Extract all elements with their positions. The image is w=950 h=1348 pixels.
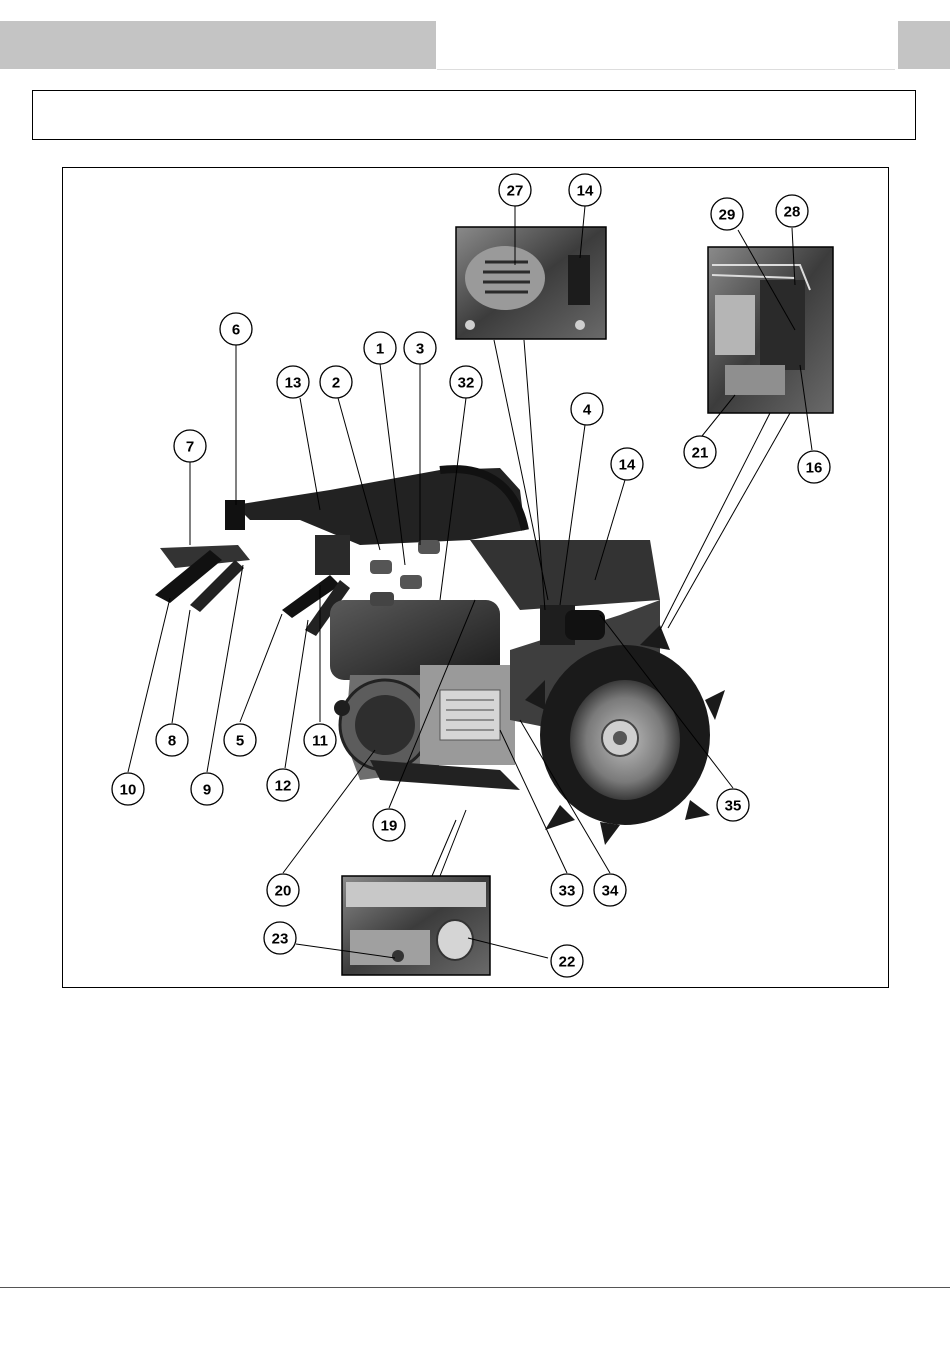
callout-22: 22 bbox=[551, 945, 583, 977]
inset-photo-oil-drain bbox=[342, 876, 490, 975]
callout-3: 3 bbox=[404, 332, 436, 364]
svg-text:6: 6 bbox=[232, 322, 240, 339]
svg-text:10: 10 bbox=[120, 782, 137, 799]
svg-text:2: 2 bbox=[332, 375, 340, 392]
machine-illustration bbox=[155, 468, 725, 845]
callout-1: 1 bbox=[364, 332, 396, 364]
svg-text:32: 32 bbox=[458, 375, 475, 392]
callout-23: 23 bbox=[264, 922, 296, 954]
svg-text:1: 1 bbox=[376, 341, 384, 358]
callout-12: 12 bbox=[267, 769, 299, 801]
callout-34: 34 bbox=[594, 874, 626, 906]
svg-text:4: 4 bbox=[583, 402, 592, 419]
callout-28: 28 bbox=[776, 195, 808, 227]
callout-19: 19 bbox=[373, 809, 405, 841]
svg-text:22: 22 bbox=[559, 954, 576, 971]
svg-text:3: 3 bbox=[416, 341, 424, 358]
svg-text:29: 29 bbox=[719, 207, 736, 224]
svg-text:21: 21 bbox=[692, 445, 709, 462]
inset-photo-injector bbox=[708, 247, 833, 413]
svg-text:5: 5 bbox=[236, 733, 244, 750]
callout-11: 11 bbox=[304, 724, 336, 756]
svg-text:35: 35 bbox=[725, 798, 742, 815]
svg-text:11: 11 bbox=[312, 733, 328, 750]
callout-27: 27 bbox=[499, 174, 531, 206]
callout-14-top: 14 bbox=[569, 174, 601, 206]
callout-2: 2 bbox=[320, 366, 352, 398]
callout-29: 29 bbox=[711, 198, 743, 230]
svg-text:13: 13 bbox=[285, 375, 302, 392]
callout-9: 9 bbox=[191, 773, 223, 805]
callout-10: 10 bbox=[112, 773, 144, 805]
callout-21: 21 bbox=[684, 436, 716, 468]
callout-20: 20 bbox=[267, 874, 299, 906]
svg-text:16: 16 bbox=[806, 460, 823, 477]
svg-text:14: 14 bbox=[619, 457, 636, 474]
svg-text:34: 34 bbox=[602, 883, 619, 900]
svg-text:20: 20 bbox=[275, 883, 292, 900]
callout-7: 7 bbox=[174, 430, 206, 462]
svg-text:19: 19 bbox=[381, 818, 398, 835]
callout-14-mid: 14 bbox=[611, 448, 643, 480]
callout-33: 33 bbox=[551, 874, 583, 906]
svg-text:9: 9 bbox=[203, 782, 211, 799]
callout-4: 4 bbox=[571, 393, 603, 425]
callout-5: 5 bbox=[224, 724, 256, 756]
callout-8: 8 bbox=[156, 724, 188, 756]
callout-16: 16 bbox=[798, 451, 830, 483]
svg-text:12: 12 bbox=[275, 778, 292, 795]
callout-6: 6 bbox=[220, 313, 252, 345]
svg-text:27: 27 bbox=[507, 183, 524, 200]
svg-text:8: 8 bbox=[168, 733, 176, 750]
svg-text:28: 28 bbox=[784, 204, 801, 221]
callout-13: 13 bbox=[277, 366, 309, 398]
callout-35: 35 bbox=[717, 789, 749, 821]
svg-text:23: 23 bbox=[272, 931, 289, 948]
svg-text:14: 14 bbox=[577, 183, 594, 200]
svg-text:33: 33 bbox=[559, 883, 576, 900]
inset-photo-fuel-tank bbox=[456, 227, 606, 339]
svg-text:7: 7 bbox=[186, 439, 194, 456]
callout-32: 32 bbox=[450, 366, 482, 398]
